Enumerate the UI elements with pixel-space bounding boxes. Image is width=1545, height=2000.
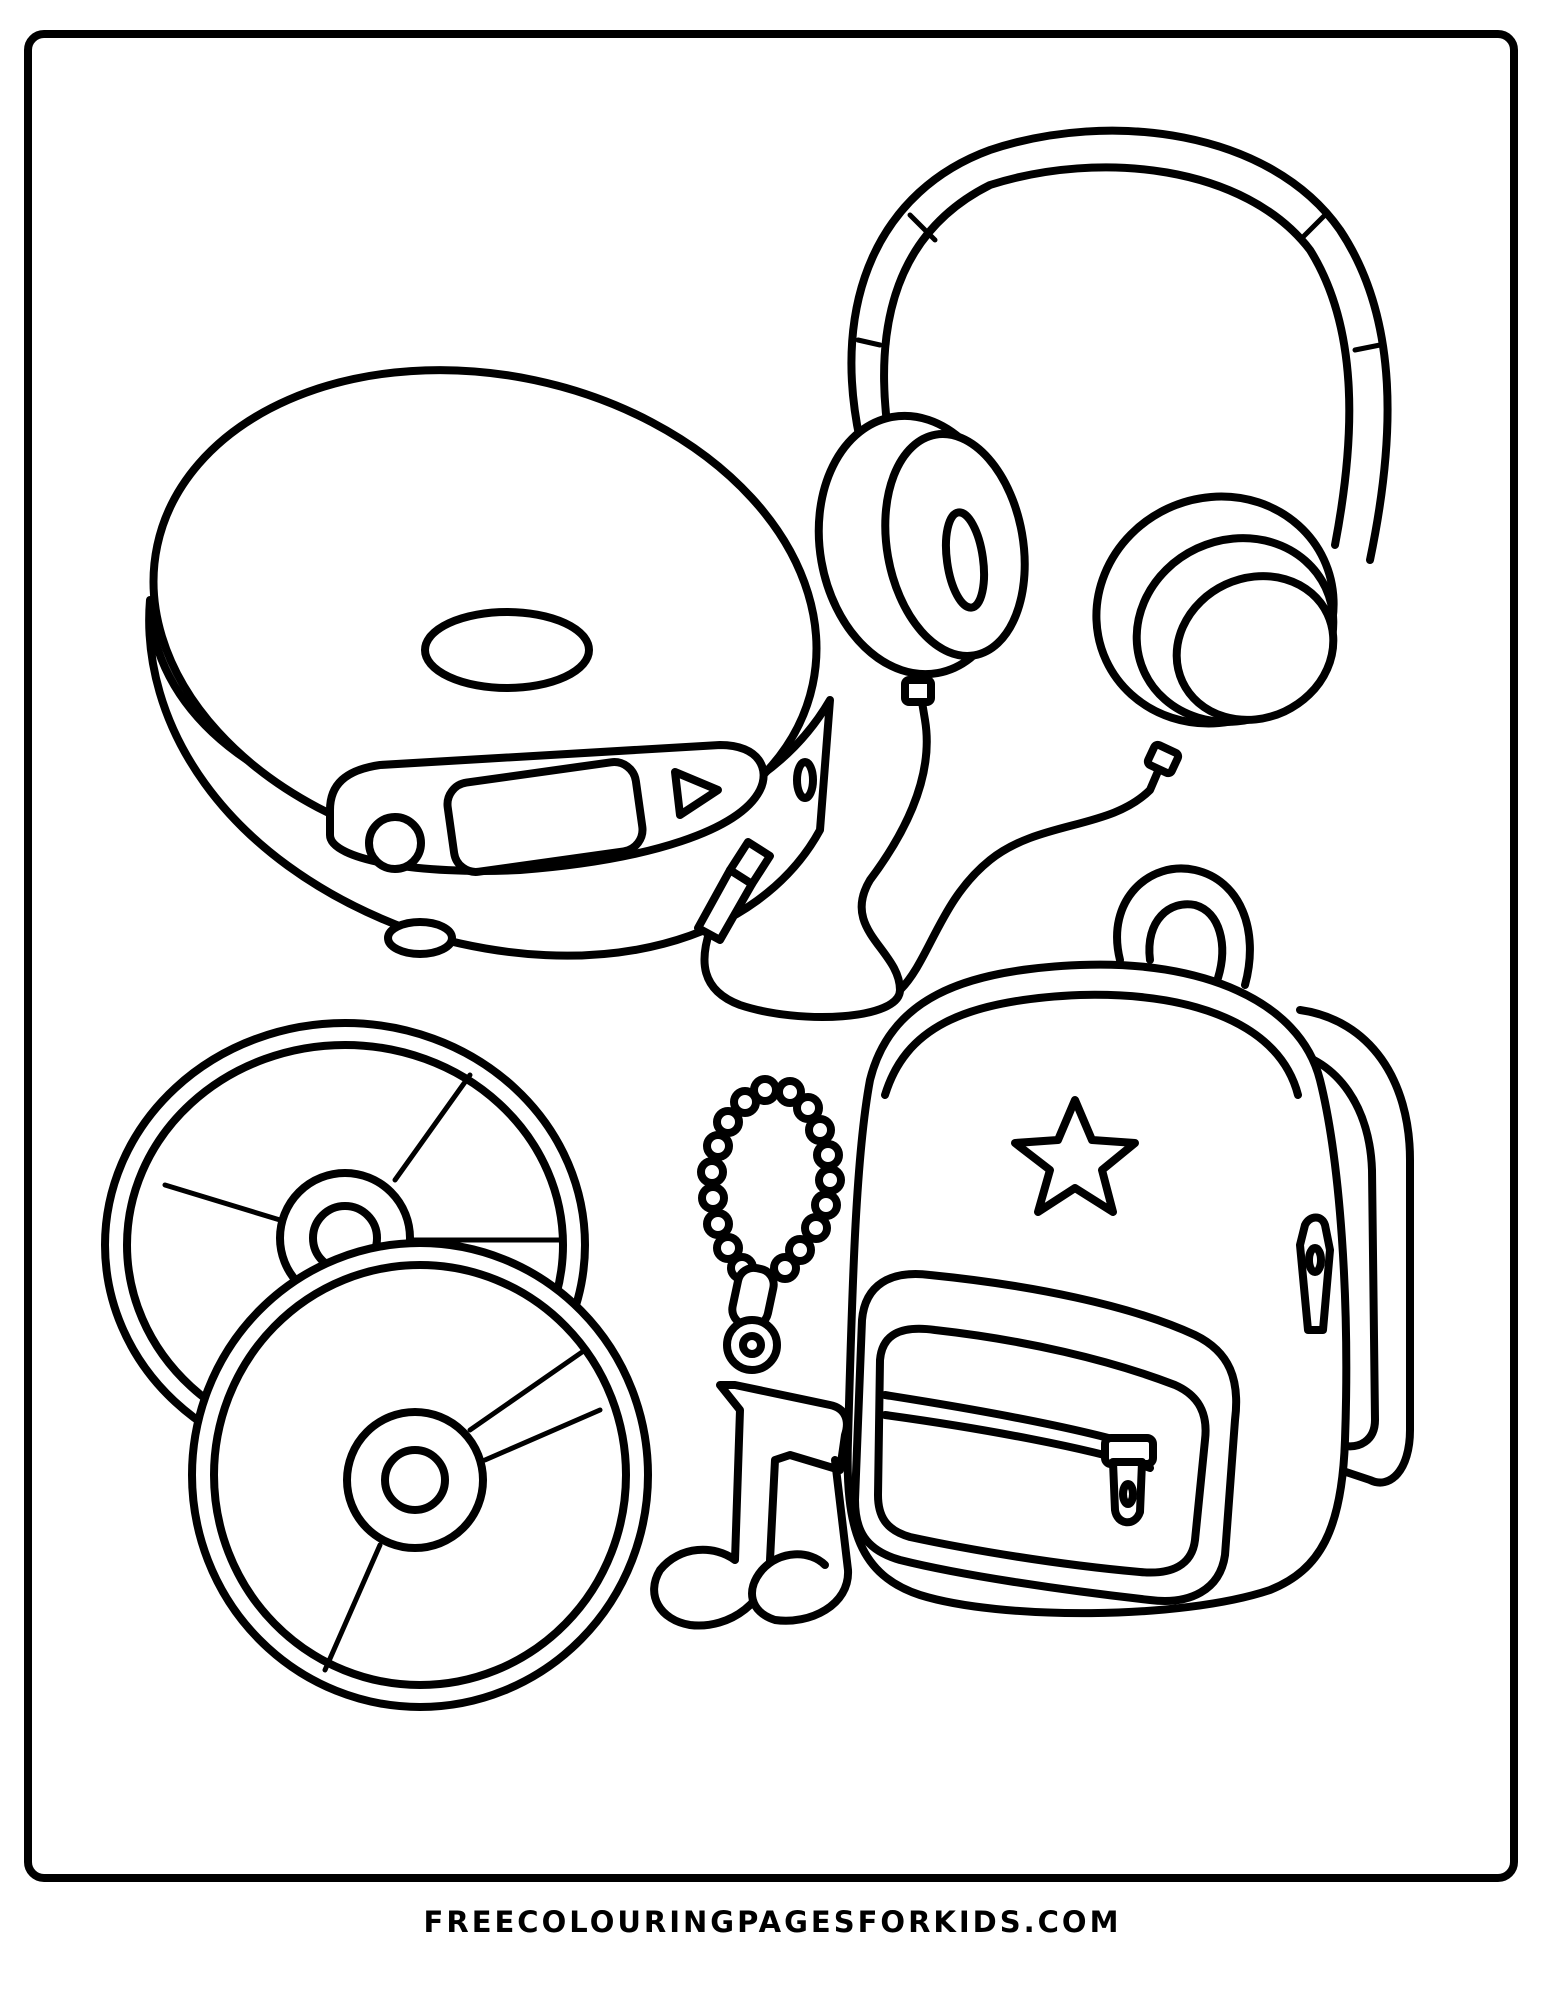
backpack-icon [843,864,1414,1618]
headphones-icon [694,126,1392,1021]
site-url-footer: FREECOLOURINGPAGESFORKIDS.COM [423,1905,1122,1939]
compact-disc-icon [188,1239,652,1711]
music-note-keychain-icon [650,1075,853,1630]
cd-player-icon [145,366,834,960]
page-border [24,30,1518,1882]
